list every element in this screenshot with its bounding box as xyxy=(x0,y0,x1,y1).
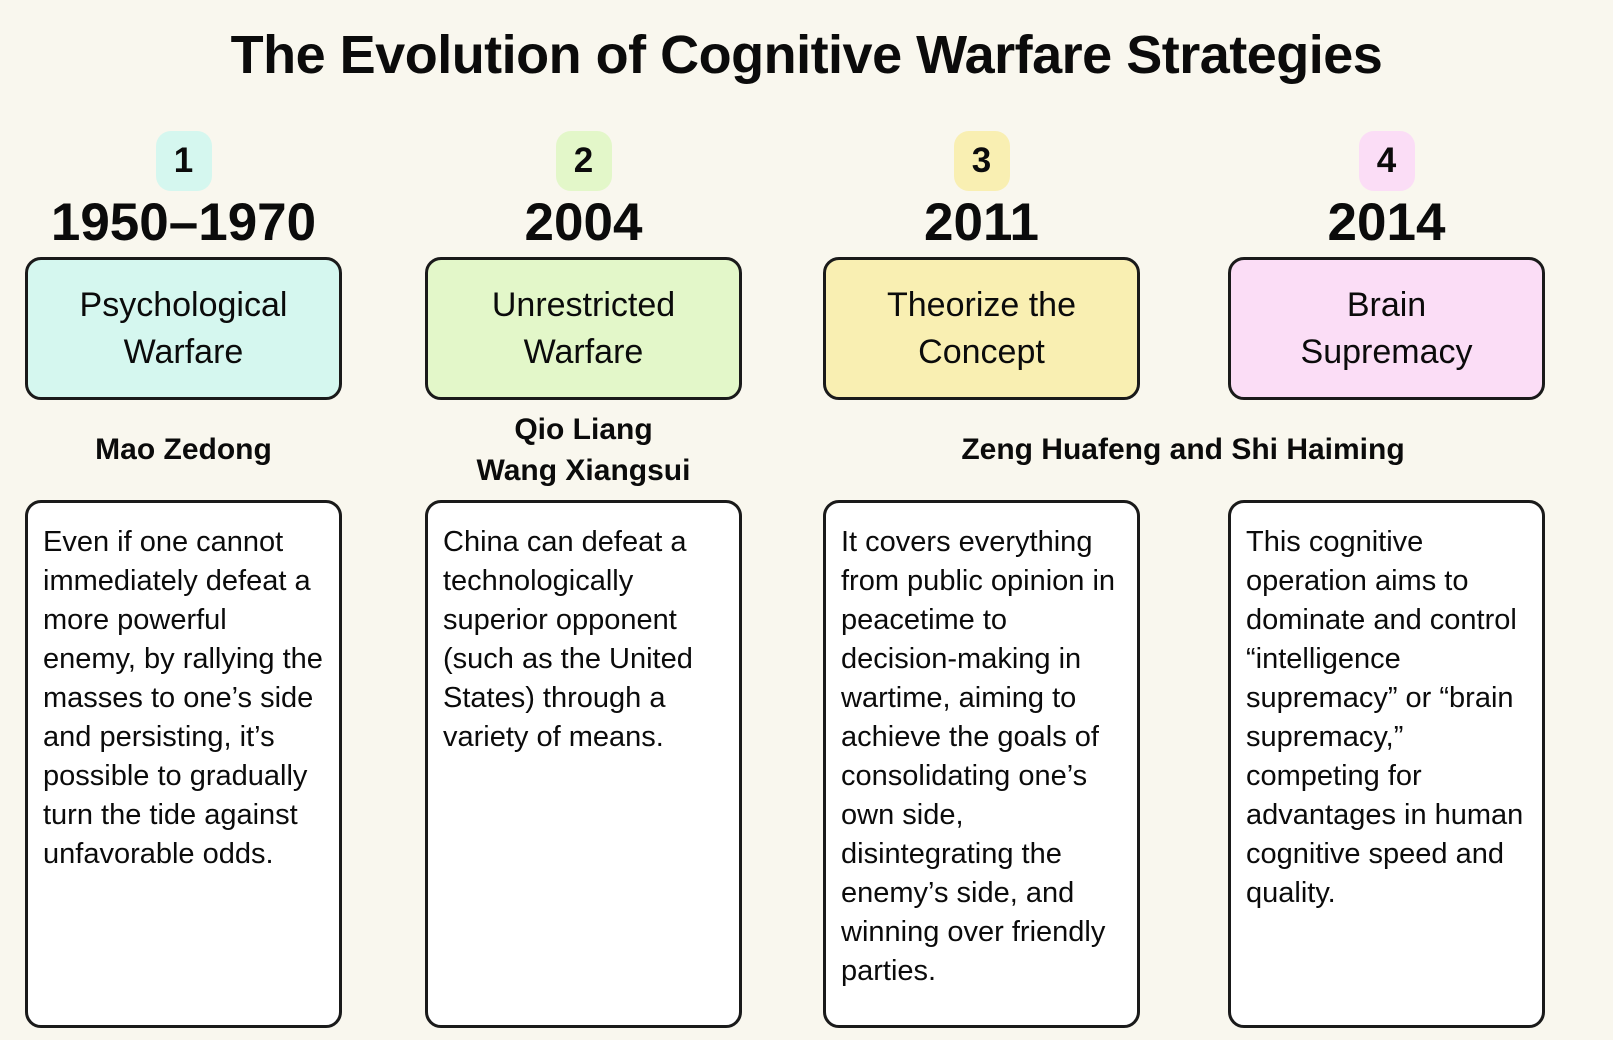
stage-number-badge: 3 xyxy=(953,131,1010,191)
stage-strategy-box: Theorize the Concept xyxy=(823,257,1140,400)
stage-author: Qio Liang Wang Xiangsui xyxy=(476,413,691,487)
stage-strategy-label: Theorize the Concept xyxy=(887,285,1076,371)
stage-column-3: 3 2011 Theorize the Concept It covers ev… xyxy=(823,0,1140,1050)
stage-description-card: China can defeat a technologically super… xyxy=(425,500,742,1028)
stage-description-text: China can defeat a technologically super… xyxy=(443,526,693,753)
stage-description-text: This cognitive operation aims to dominat… xyxy=(1246,526,1524,909)
stage-period: 2004 xyxy=(524,193,643,252)
stage-strategy-box: Psychological Warfare xyxy=(25,257,342,400)
stage-description-card: It covers everything from public opinion… xyxy=(823,500,1140,1028)
bottom-edge-strip xyxy=(0,1040,1613,1050)
stage-number-badge: 2 xyxy=(555,131,612,191)
stage-strategy-label: Unrestricted Warfare xyxy=(491,285,676,371)
page-title: The Evolution of Cognitive Warfare Strat… xyxy=(230,25,1383,85)
stage-column-2: 2 2004 Unrestricted Warfare Qio Liang Wa… xyxy=(425,0,742,1050)
shared-author: Zeng Huafeng and Shi Haiming xyxy=(961,433,1405,466)
stage-description-text: It covers everything from public opinion… xyxy=(841,526,1116,987)
stage-period: 2011 xyxy=(924,193,1039,252)
stage-column-1: 1 1950–1970 Psychological Warfare Mao Ze… xyxy=(25,0,342,1050)
stage-strategy-label: Brain Supremacy xyxy=(1300,285,1473,371)
stage-strategy-box: Brain Supremacy xyxy=(1228,257,1545,400)
stage-column-4: 4 2014 Brain Supremacy This cognitive op… xyxy=(1228,0,1545,1050)
stage-description-text: Even if one cannot immediately defeat a … xyxy=(43,526,323,870)
stage-description-card: This cognitive operation aims to dominat… xyxy=(1228,500,1545,1028)
stage-number-badge: 4 xyxy=(1358,131,1415,191)
stage-period: 2014 xyxy=(1327,193,1446,252)
stage-number-badge: 1 xyxy=(155,131,212,191)
stage-period: 1950–1970 xyxy=(50,193,317,252)
stage-strategy-box: Unrestricted Warfare xyxy=(425,257,742,400)
stage-strategy-label: Psychological Warfare xyxy=(79,285,288,371)
stage-description-card: Even if one cannot immediately defeat a … xyxy=(25,500,342,1028)
stage-author: Mao Zedong xyxy=(95,433,272,466)
